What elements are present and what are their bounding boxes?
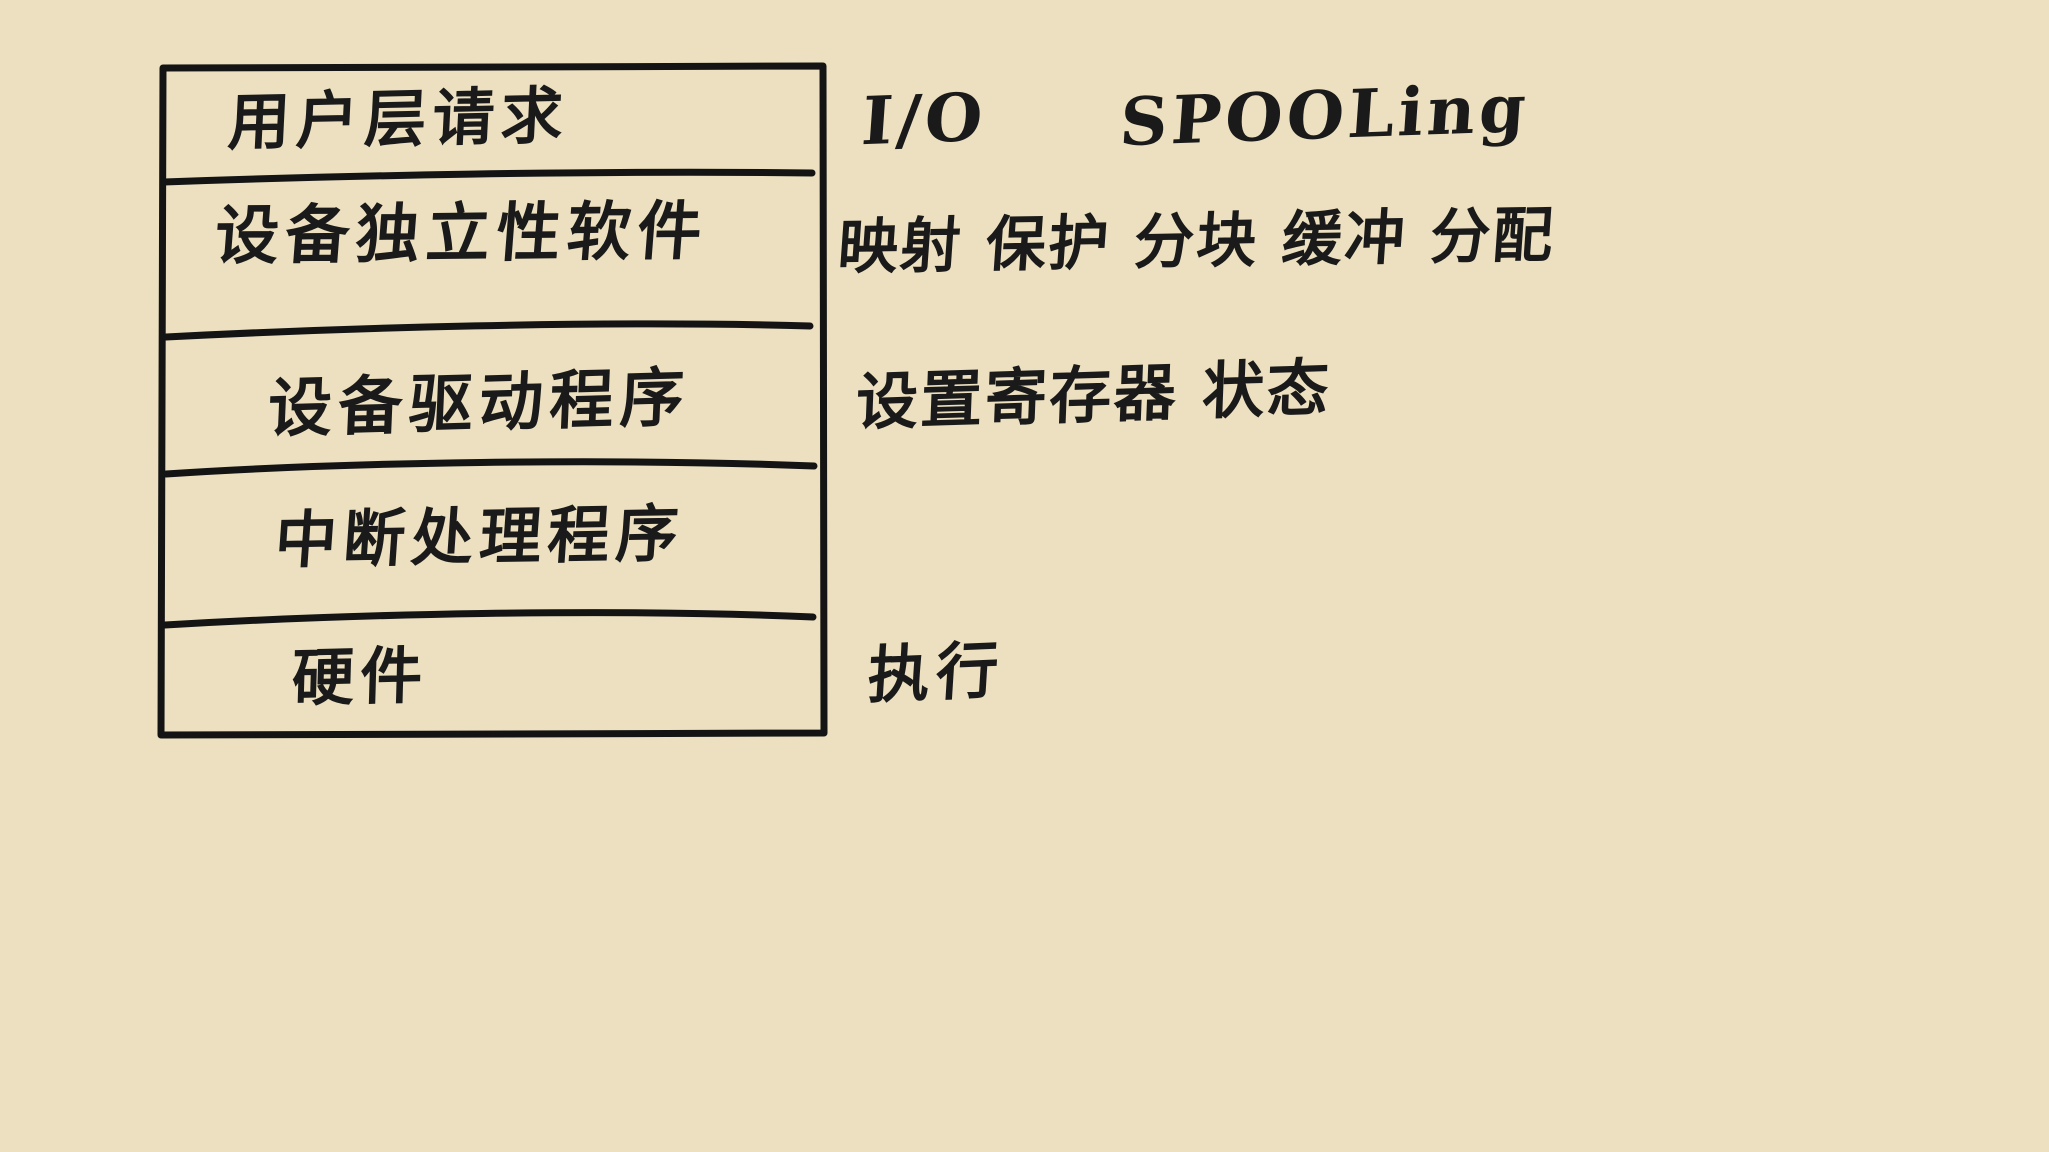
row-divider-2 [162,320,814,341]
annotation-mapping-protection-blocking-buffering-allocation: 映射 保护 分块 缓冲 分配 [835,200,1558,284]
row-label-hardware: 硬件 [290,638,430,716]
row-label-device-independent-software: 设备独立性软件 [212,194,711,275]
row-label-interrupt-handler: 中断处理程序 [272,496,687,578]
stack-box-outline [157,62,828,739]
row-divider-1 [160,168,816,186]
row-divider-3 [162,458,818,478]
annotation-io: I/O [859,77,990,161]
row-label-user-request: 用户层请求 [226,78,571,160]
row-divider-4 [161,609,817,629]
annotation-spooling: SPOOLing [1117,68,1533,162]
row-label-device-driver: 设备驱动程序 [266,361,692,448]
annotation-set-register-status: 设置寄存器 状态 [854,351,1333,440]
annotation-execute: 执行 [865,633,1007,713]
